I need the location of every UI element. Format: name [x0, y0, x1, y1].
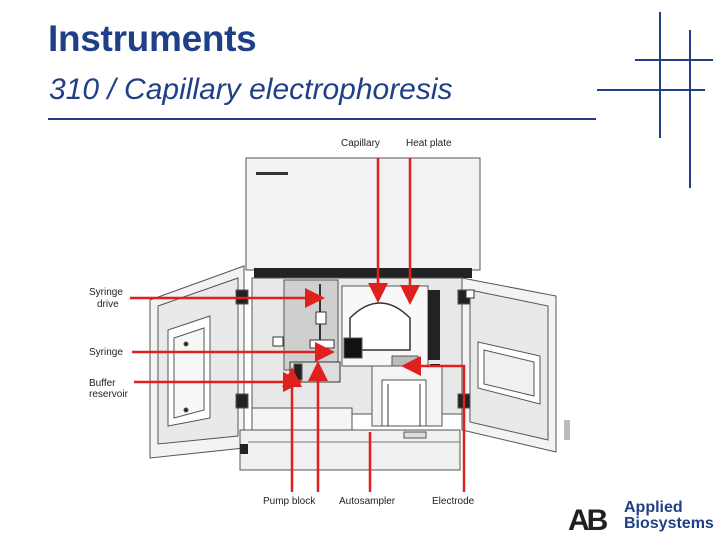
callout-arrows [130, 158, 466, 492]
arrow-electrode [401, 356, 466, 492]
hash-decoration [597, 12, 713, 188]
applied-biosystems-logo: AB Applied Biosystems [568, 498, 716, 538]
label-buffer-reservoir-line2: reservoir [89, 389, 128, 400]
instrument-base [239, 407, 461, 471]
label-capillary: Capillary [341, 138, 380, 149]
slide-title: Instruments [48, 18, 257, 59]
label-syringe: Syringe [89, 347, 123, 358]
ab-logo-mark: AB [568, 504, 608, 537]
label-pump-block: Pump block [263, 496, 316, 507]
label-autosampler: Autosampler [339, 496, 396, 507]
logo-line2: Biosystems [624, 515, 714, 532]
left-door [149, 265, 249, 459]
upper-cabinet [245, 157, 481, 278]
label-syringe-drive-line2: drive [97, 299, 119, 310]
title-rule [48, 118, 596, 120]
label-buffer-reservoir-line1: Buffer [89, 378, 116, 389]
label-syringe-drive-line1: Syringe [89, 287, 123, 298]
logo-wordmark: Applied Biosystems [624, 500, 714, 532]
label-heat-plate: Heat plate [406, 138, 452, 149]
logo-line1: Applied [624, 499, 683, 516]
right-door [457, 277, 570, 453]
slide-subtitle: 310 / Capillary electrophoresis [49, 73, 453, 106]
label-electrode: Electrode [432, 496, 475, 507]
